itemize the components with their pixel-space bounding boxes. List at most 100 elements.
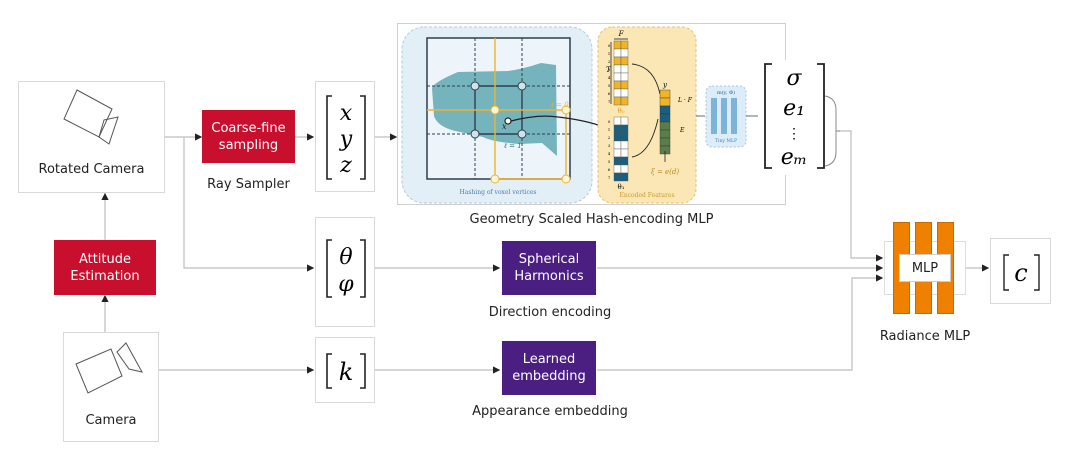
sh-label-line2: Harmonics bbox=[514, 269, 584, 284]
radiance-mlp-block[interactable]: MLP bbox=[899, 254, 951, 282]
vector-entry-theta: θ bbox=[339, 245, 352, 270]
hash-table-cell bbox=[613, 56, 622, 66]
color-output-vector[interactable]: c bbox=[990, 238, 1051, 304]
tiny-mlp-caption: Tiny MLP bbox=[715, 138, 737, 144]
wire-embedding-to-mlp bbox=[597, 274, 884, 371]
learned-embedding-block[interactable]: Learned embedding bbox=[502, 341, 596, 395]
hash-encoding-figure: x ℓ = 0 ℓ = 1 Hashing of voxel vertices … bbox=[397, 23, 786, 205]
hash-encoding-caption: Geometry Scaled Hash-encoding MLP bbox=[469, 212, 714, 227]
hash-table-cell bbox=[613, 80, 622, 90]
tiny-mlp-layer bbox=[711, 98, 717, 134]
hash-table-cell bbox=[620, 40, 629, 50]
vector-entry-x: x bbox=[340, 101, 353, 126]
hash-table-cell bbox=[620, 80, 629, 90]
hash-table-cell bbox=[613, 40, 622, 50]
vector-entry-phi: φ bbox=[338, 272, 354, 297]
sampler-label-line2: sampling bbox=[218, 137, 279, 153]
hash-table-cell bbox=[613, 172, 622, 182]
hash-table-index: 0 bbox=[608, 119, 611, 124]
level0-label: ℓ = 0 bbox=[550, 101, 569, 109]
hash-table-cell bbox=[613, 156, 622, 166]
hash-table-cell bbox=[613, 132, 622, 142]
tiny-mlp-layer bbox=[731, 98, 737, 134]
attitude-label-line1: Attitude bbox=[78, 251, 132, 267]
vector-entry-c: c bbox=[1014, 259, 1027, 287]
hash-table-cell bbox=[620, 124, 629, 134]
vector-entry-sigma: σ bbox=[786, 66, 802, 91]
xi-label: ξ = e(d) bbox=[651, 168, 680, 176]
feature-vector-cell bbox=[659, 113, 671, 123]
appearance-embedding-caption: Appearance embedding bbox=[472, 404, 628, 419]
hash-table-cell bbox=[613, 72, 622, 82]
hash-table-cell bbox=[613, 88, 622, 98]
feature-vector-cell bbox=[659, 89, 671, 99]
hash-table-index: 5 bbox=[608, 159, 611, 164]
vector-entry-em: eₘ bbox=[781, 145, 808, 170]
position-vector[interactable]: x y z bbox=[315, 81, 375, 192]
rotated-camera-node[interactable]: Rotated Camera bbox=[18, 81, 165, 193]
hash-table-cell bbox=[620, 116, 629, 126]
point-x-label: x bbox=[502, 122, 507, 131]
wire-to-direction bbox=[183, 137, 315, 272]
feature-vector-cell bbox=[659, 105, 671, 115]
ray-sampler-caption: Ray Sampler bbox=[207, 177, 290, 192]
encoded-panel-caption: Encoded Features bbox=[619, 192, 674, 199]
direction-vector[interactable]: θ φ bbox=[315, 217, 375, 327]
wire-features-to-mlp bbox=[838, 130, 884, 262]
hash-table-index: 1 bbox=[608, 51, 611, 56]
radiance-mlp-caption: Radiance MLP bbox=[879, 329, 971, 344]
hash-table-index: 3 bbox=[608, 143, 611, 148]
tiny-mlp-formula: m(y, Φ) bbox=[717, 89, 735, 96]
encoded-features-panel bbox=[597, 26, 697, 204]
hash-table-cell bbox=[620, 148, 629, 158]
e-label: E bbox=[679, 127, 685, 134]
density-feature-vector[interactable]: σ e₁ ⋮ eₘ bbox=[760, 60, 830, 175]
hash-table-index: 4 bbox=[608, 151, 611, 156]
hash-table-index: 0 bbox=[608, 43, 611, 48]
hash-table-cell bbox=[613, 116, 622, 126]
hash-table-cell bbox=[620, 56, 629, 66]
hash-table-cell bbox=[613, 164, 622, 174]
hash-table-cell bbox=[620, 156, 629, 166]
sh-label-line1: Spherical bbox=[518, 252, 580, 267]
table0-label: θ₀ bbox=[617, 107, 624, 115]
hash-table-cell bbox=[613, 96, 622, 106]
embedding-label-line2: embedding bbox=[512, 369, 586, 384]
hash-table-index: 7 bbox=[608, 175, 611, 180]
rotated-camera-label: Rotated Camera bbox=[38, 162, 145, 177]
vector-entry-k: k bbox=[339, 358, 354, 386]
vector-entry-y: y bbox=[339, 127, 353, 152]
hash-table-cell bbox=[620, 172, 629, 182]
embedding-label-line1: Learned bbox=[522, 352, 576, 367]
camera-label: Camera bbox=[85, 413, 137, 428]
hash-table-cell bbox=[620, 72, 629, 82]
feature-vector-cell bbox=[659, 121, 671, 131]
hash-table-index: 3 bbox=[608, 67, 611, 72]
hash-table-index: 1 bbox=[608, 127, 611, 132]
hash-table-theta1: 0 1 2 3 4 5 6 7 bbox=[608, 116, 629, 182]
vector-entry-e1: e₁ bbox=[783, 96, 805, 121]
hash-table-cell bbox=[620, 64, 629, 74]
feature-vector-cell bbox=[659, 137, 671, 147]
vector-entry-z: z bbox=[339, 153, 352, 178]
hash-table-index: 2 bbox=[608, 135, 611, 140]
video-camera-icon bbox=[63, 89, 119, 145]
hash-table-index: 7 bbox=[608, 99, 611, 104]
hash-table-index: 6 bbox=[608, 167, 611, 172]
hash-table-index: 5 bbox=[608, 83, 611, 88]
hash-table-index: 4 bbox=[608, 75, 611, 80]
feature-vector-y bbox=[659, 89, 671, 155]
camera-node[interactable]: Camera bbox=[63, 332, 159, 442]
feature-vector-cell bbox=[659, 97, 671, 107]
feature-y-label: y bbox=[662, 81, 668, 89]
hash-table-cell bbox=[620, 96, 629, 106]
hash-table-cell bbox=[613, 140, 622, 150]
attitude-label-line2: Estimation bbox=[70, 268, 140, 284]
hash-table-cell bbox=[620, 132, 629, 142]
appearance-vector[interactable]: k bbox=[315, 337, 375, 403]
